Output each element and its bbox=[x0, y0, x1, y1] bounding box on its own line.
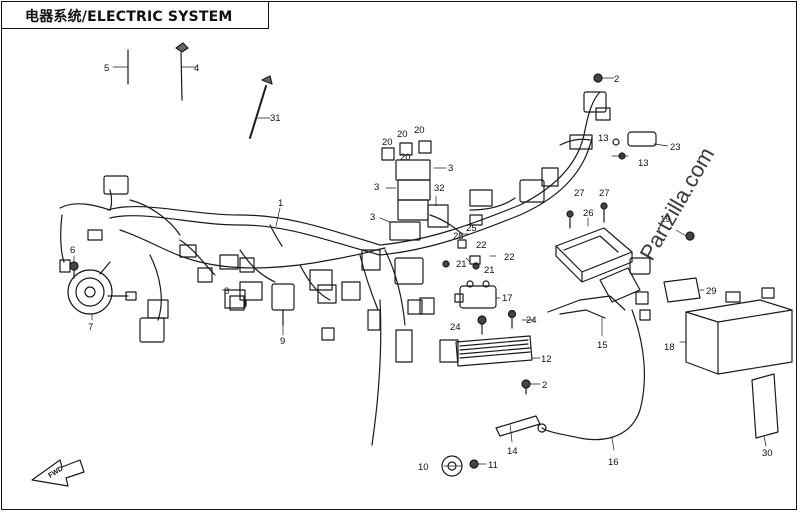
callout-20: 20 bbox=[382, 137, 393, 148]
callout-3: 3 bbox=[370, 212, 375, 223]
callout-24: 24 bbox=[526, 315, 537, 326]
callout-30: 30 bbox=[762, 448, 773, 459]
part-29-plate bbox=[663, 277, 701, 303]
callout-12: 12 bbox=[541, 354, 552, 365]
callout-25: 25 bbox=[466, 223, 477, 234]
harness-connectors bbox=[59, 91, 611, 363]
callout-28: 28 bbox=[453, 231, 464, 242]
callout-7: 7 bbox=[88, 322, 93, 333]
main-wiring-harness bbox=[59, 91, 601, 446]
part-26-ecu bbox=[555, 227, 633, 283]
callout-5: 5 bbox=[104, 63, 109, 74]
callout-20: 20 bbox=[400, 152, 411, 163]
title-box: 电器系统/ELECTRIC SYSTEM bbox=[1, 1, 269, 29]
callout-23: 23 bbox=[670, 142, 681, 153]
part-30-pad bbox=[751, 373, 779, 439]
leader-lines bbox=[73, 77, 767, 467]
callout-1: 1 bbox=[278, 198, 283, 209]
part-14-strap bbox=[495, 415, 547, 437]
part-12-regulator bbox=[439, 335, 533, 367]
callout-13: 13 bbox=[638, 158, 649, 169]
part-4-clip bbox=[175, 42, 197, 101]
callout-21: 21 bbox=[456, 259, 467, 270]
callout-16: 16 bbox=[608, 457, 619, 468]
callout-19: 19 bbox=[660, 214, 671, 225]
part-15-battery-cable bbox=[547, 295, 626, 319]
part-31-cable-tie bbox=[249, 75, 273, 139]
part-8-connector bbox=[239, 281, 263, 307]
callout-9: 9 bbox=[280, 336, 285, 347]
callout-11: 11 bbox=[488, 460, 498, 471]
callout-26: 26 bbox=[583, 208, 594, 219]
callout-20: 20 bbox=[414, 125, 425, 136]
part-5-bracket bbox=[112, 49, 129, 85]
part-23-sensor bbox=[612, 131, 657, 160]
callout-4: 4 bbox=[194, 63, 199, 74]
callout-27: 27 bbox=[574, 188, 585, 199]
callout-32: 32 bbox=[434, 183, 445, 194]
callout-29: 29 bbox=[706, 286, 717, 297]
callout-27: 27 bbox=[599, 188, 610, 199]
callout-22: 22 bbox=[476, 240, 487, 251]
relays-fuses bbox=[381, 140, 432, 241]
callout-labels: 1 2 2 3 3 3 4 5 6 7 8 9 10 11 12 13 13 1… bbox=[70, 63, 773, 473]
callout-15: 15 bbox=[597, 340, 608, 351]
callout-2: 2 bbox=[542, 380, 547, 391]
part-17-starter-relay bbox=[454, 280, 497, 309]
callout-3: 3 bbox=[448, 163, 453, 174]
callout-31: 31 bbox=[270, 113, 281, 124]
callout-14: 14 bbox=[507, 446, 518, 457]
part-18-battery bbox=[685, 287, 793, 375]
callout-6: 6 bbox=[70, 245, 75, 256]
callout-22: 22 bbox=[504, 252, 515, 263]
callout-8: 8 bbox=[224, 286, 229, 297]
forward-arrow-icon bbox=[31, 459, 85, 487]
part-2-bolts bbox=[521, 73, 603, 395]
callout-24: 24 bbox=[450, 322, 461, 333]
callout-10: 10 bbox=[418, 462, 429, 473]
part-7-horn bbox=[67, 261, 137, 315]
callout-17: 17 bbox=[502, 293, 513, 304]
callout-13: 13 bbox=[598, 133, 609, 144]
part-16-cable bbox=[541, 309, 646, 441]
callout-18: 18 bbox=[664, 342, 675, 353]
callout-2: 2 bbox=[614, 74, 619, 85]
callout-3: 3 bbox=[374, 182, 379, 193]
part-9-relay bbox=[271, 283, 295, 326]
part-24-bolts bbox=[477, 309, 517, 335]
part-19-fuse-holder bbox=[599, 231, 695, 321]
part-27-bolts bbox=[566, 202, 608, 229]
callout-21: 21 bbox=[484, 265, 495, 276]
part-6-bolt bbox=[69, 261, 79, 279]
part-21-22-clips bbox=[442, 214, 483, 270]
diagram-title: 电器系统/ELECTRIC SYSTEM bbox=[25, 9, 233, 25]
callout-20: 20 bbox=[397, 129, 408, 140]
